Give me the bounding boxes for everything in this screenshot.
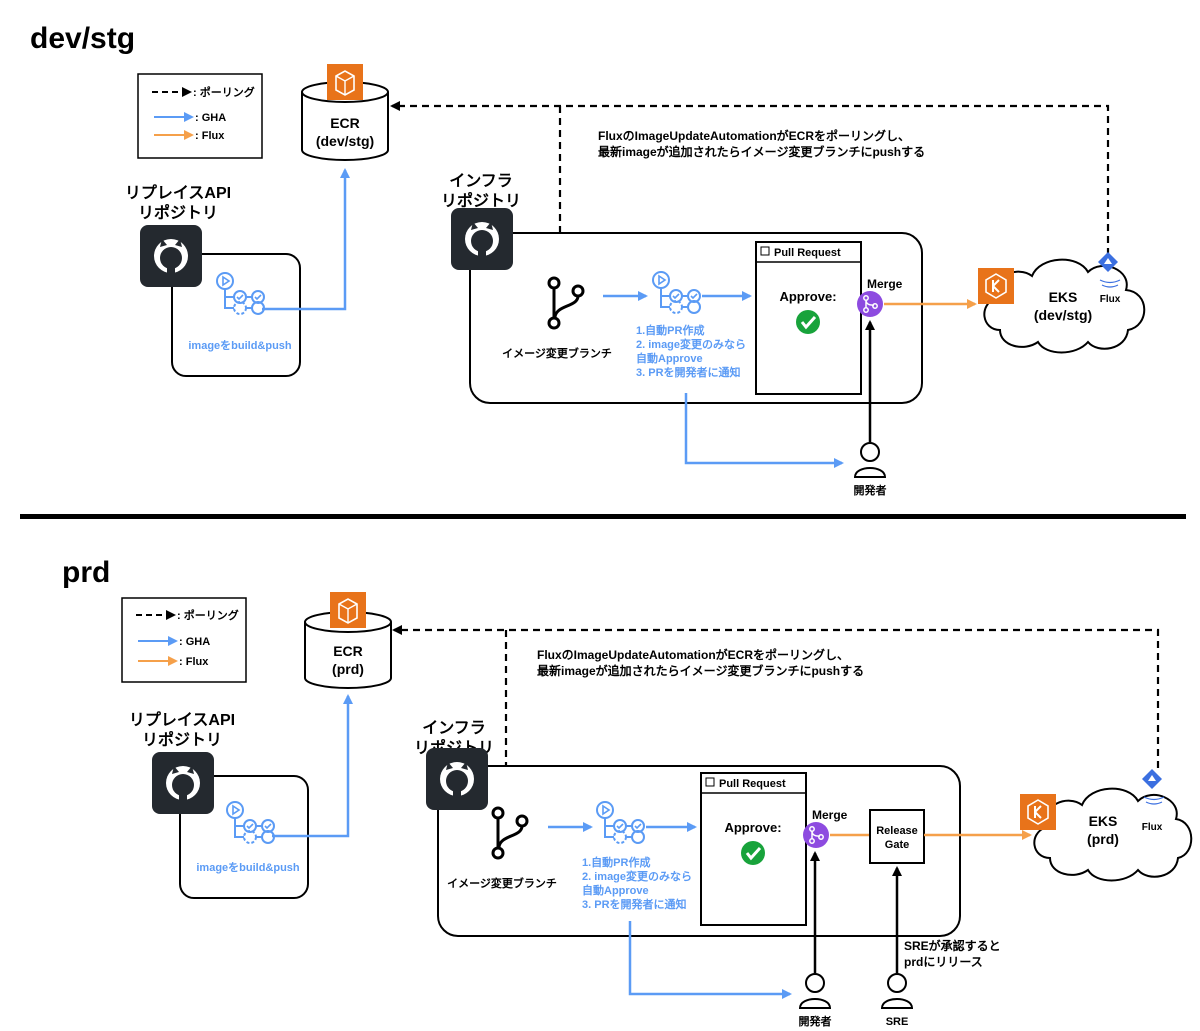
step-3: 3. PRを開発者に通知	[582, 897, 687, 911]
section-title: dev/stg	[30, 22, 135, 55]
polling-note-line2: 最新imageが追加されたらイメージ変更ブランチにpushする	[537, 663, 864, 678]
step-3: 3. PRを開発者に通知	[636, 365, 741, 379]
pull-request-card: Pull Request Approve:	[755, 241, 862, 395]
eks-name: EKS	[1089, 813, 1118, 829]
legend-flux: : Flux	[179, 656, 209, 668]
section-divider	[20, 514, 1186, 519]
legend-polling: : ポーリング	[193, 85, 255, 99]
eks-name: EKS	[1049, 289, 1078, 305]
legend-polling: : ポーリング	[177, 608, 239, 622]
branch-label: イメージ変更ブランチ	[447, 876, 557, 890]
legend-flux: : Flux	[195, 130, 225, 142]
sre-note-line2: prdにリリース	[904, 955, 983, 969]
check-icon	[794, 308, 822, 336]
pull-request-card: Pull Request Approve:	[700, 772, 807, 926]
merge-icon	[802, 821, 830, 849]
merge-label: Merge	[812, 808, 848, 822]
pr-approve-label: Approve:	[724, 820, 781, 835]
legend-gha: : GHA	[179, 636, 210, 648]
ecr-name: ECR	[333, 643, 363, 659]
developer-icon	[854, 442, 886, 478]
step-2b: 自動Approve	[636, 351, 703, 365]
flux-icon	[1142, 769, 1162, 789]
step-2b: 自動Approve	[582, 883, 649, 897]
legend-gha: : GHA	[195, 112, 226, 124]
ecr-icon	[326, 63, 364, 101]
developer-label: 開発者	[854, 483, 887, 497]
github-icon	[152, 752, 214, 814]
window-icon	[705, 777, 715, 787]
infra-repo-title-line1: インフラ	[422, 720, 486, 737]
eks-cluster: EKS (prd) Flux	[1019, 769, 1193, 882]
merge-icon	[856, 290, 884, 318]
section-title: prd	[62, 556, 110, 589]
app-repo-title-line1: リプレイスAPI	[129, 710, 235, 729]
release-gate: Release Gate	[869, 809, 925, 864]
github-icon	[140, 225, 202, 287]
app-repo-title-line1: リプレイスAPI	[125, 183, 231, 202]
legend: : ポーリング : GHA : Flux	[121, 597, 247, 683]
github-icon	[426, 748, 488, 810]
app-repository: リプレイスAPI リポジトリ imageをbuild&push	[125, 183, 301, 377]
step-2: 2. image変更のみなら	[582, 869, 692, 883]
legend: : ポーリング : GHA : Flux	[137, 73, 263, 159]
ecr-repository: ECR (prd)	[304, 591, 392, 689]
release-gate-line1: Release	[876, 825, 918, 837]
eks-env: (prd)	[1087, 831, 1119, 847]
polling-arrow-ecr	[392, 625, 1160, 768]
pr-approve-label: Approve:	[779, 289, 836, 304]
gha-push-arrow	[262, 168, 350, 311]
eks-env: (dev/stg)	[1034, 307, 1092, 323]
flux-label: Flux	[1100, 294, 1121, 305]
eks-icon	[977, 267, 1015, 305]
window-icon	[760, 246, 770, 256]
workflow-label: imageをbuild&push	[188, 339, 292, 352]
polling-arrow-ecr	[390, 101, 1110, 255]
ecr-icon	[329, 591, 367, 629]
polling-note-line1: FluxのImageUpdateAutomationがECRをポーリングし、	[598, 128, 910, 143]
github-icon	[451, 208, 513, 270]
infra-repo-title-line1: インフラ	[449, 173, 513, 190]
developer-icon	[799, 973, 831, 1009]
polling-note-line1: FluxのImageUpdateAutomationがECRをポーリングし、	[537, 647, 849, 662]
section-prd: prd : ポーリング : GHA : Flux ECR (prd) リプレイス…	[62, 556, 1193, 1028]
release-gate-line2: Gate	[885, 839, 909, 851]
pr-title: Pull Request	[774, 247, 841, 259]
sre-icon	[881, 973, 913, 1009]
polling-note-line2: 最新imageが追加されたらイメージ変更ブランチにpushする	[598, 144, 925, 159]
infra-repository: インフラ リポジトリ イメージ変更ブランチ 1.自動PR作成 2. image変…	[441, 173, 923, 404]
ecr-env: (prd)	[332, 661, 364, 677]
check-icon	[739, 839, 767, 867]
app-repo-title-line2: リポジトリ	[142, 730, 222, 749]
flux-label: Flux	[1142, 822, 1163, 833]
step-1: 1.自動PR作成	[636, 323, 704, 337]
notify-developer-arrow	[684, 393, 844, 468]
pr-title: Pull Request	[719, 778, 786, 790]
app-repository: リプレイスAPI リポジトリ imageをbuild&push	[129, 710, 309, 899]
ecr-env: (dev/stg)	[316, 133, 374, 149]
eks-icon	[1019, 793, 1057, 831]
ecr-repository: ECR (dev/stg)	[301, 63, 389, 161]
workflow-label: imageをbuild&push	[196, 861, 300, 874]
notify-developer-arrow	[628, 921, 792, 999]
branch-label: イメージ変更ブランチ	[502, 346, 612, 360]
ecr-name: ECR	[330, 115, 360, 131]
merge-label: Merge	[867, 277, 903, 291]
app-repo-title-line2: リポジトリ	[138, 203, 218, 222]
infra-repo-title-line2: リポジトリ	[441, 191, 521, 210]
step-1: 1.自動PR作成	[582, 855, 650, 869]
section-devstg: dev/stg : ポーリング : GHA : Flux ECR (dev/st…	[30, 22, 1146, 497]
developer-label: 開発者	[799, 1014, 832, 1028]
gha-push-arrow	[272, 694, 353, 838]
sre-label: SRE	[886, 1016, 909, 1028]
infra-repository: インフラ リポジトリ イメージ変更ブランチ 1.自動PR作成 2. image変…	[414, 720, 961, 937]
step-2: 2. image変更のみなら	[636, 337, 746, 351]
eks-cluster: EKS (dev/stg) Flux	[977, 252, 1146, 354]
sre-note-line1: SREが承認すると	[904, 938, 1001, 953]
